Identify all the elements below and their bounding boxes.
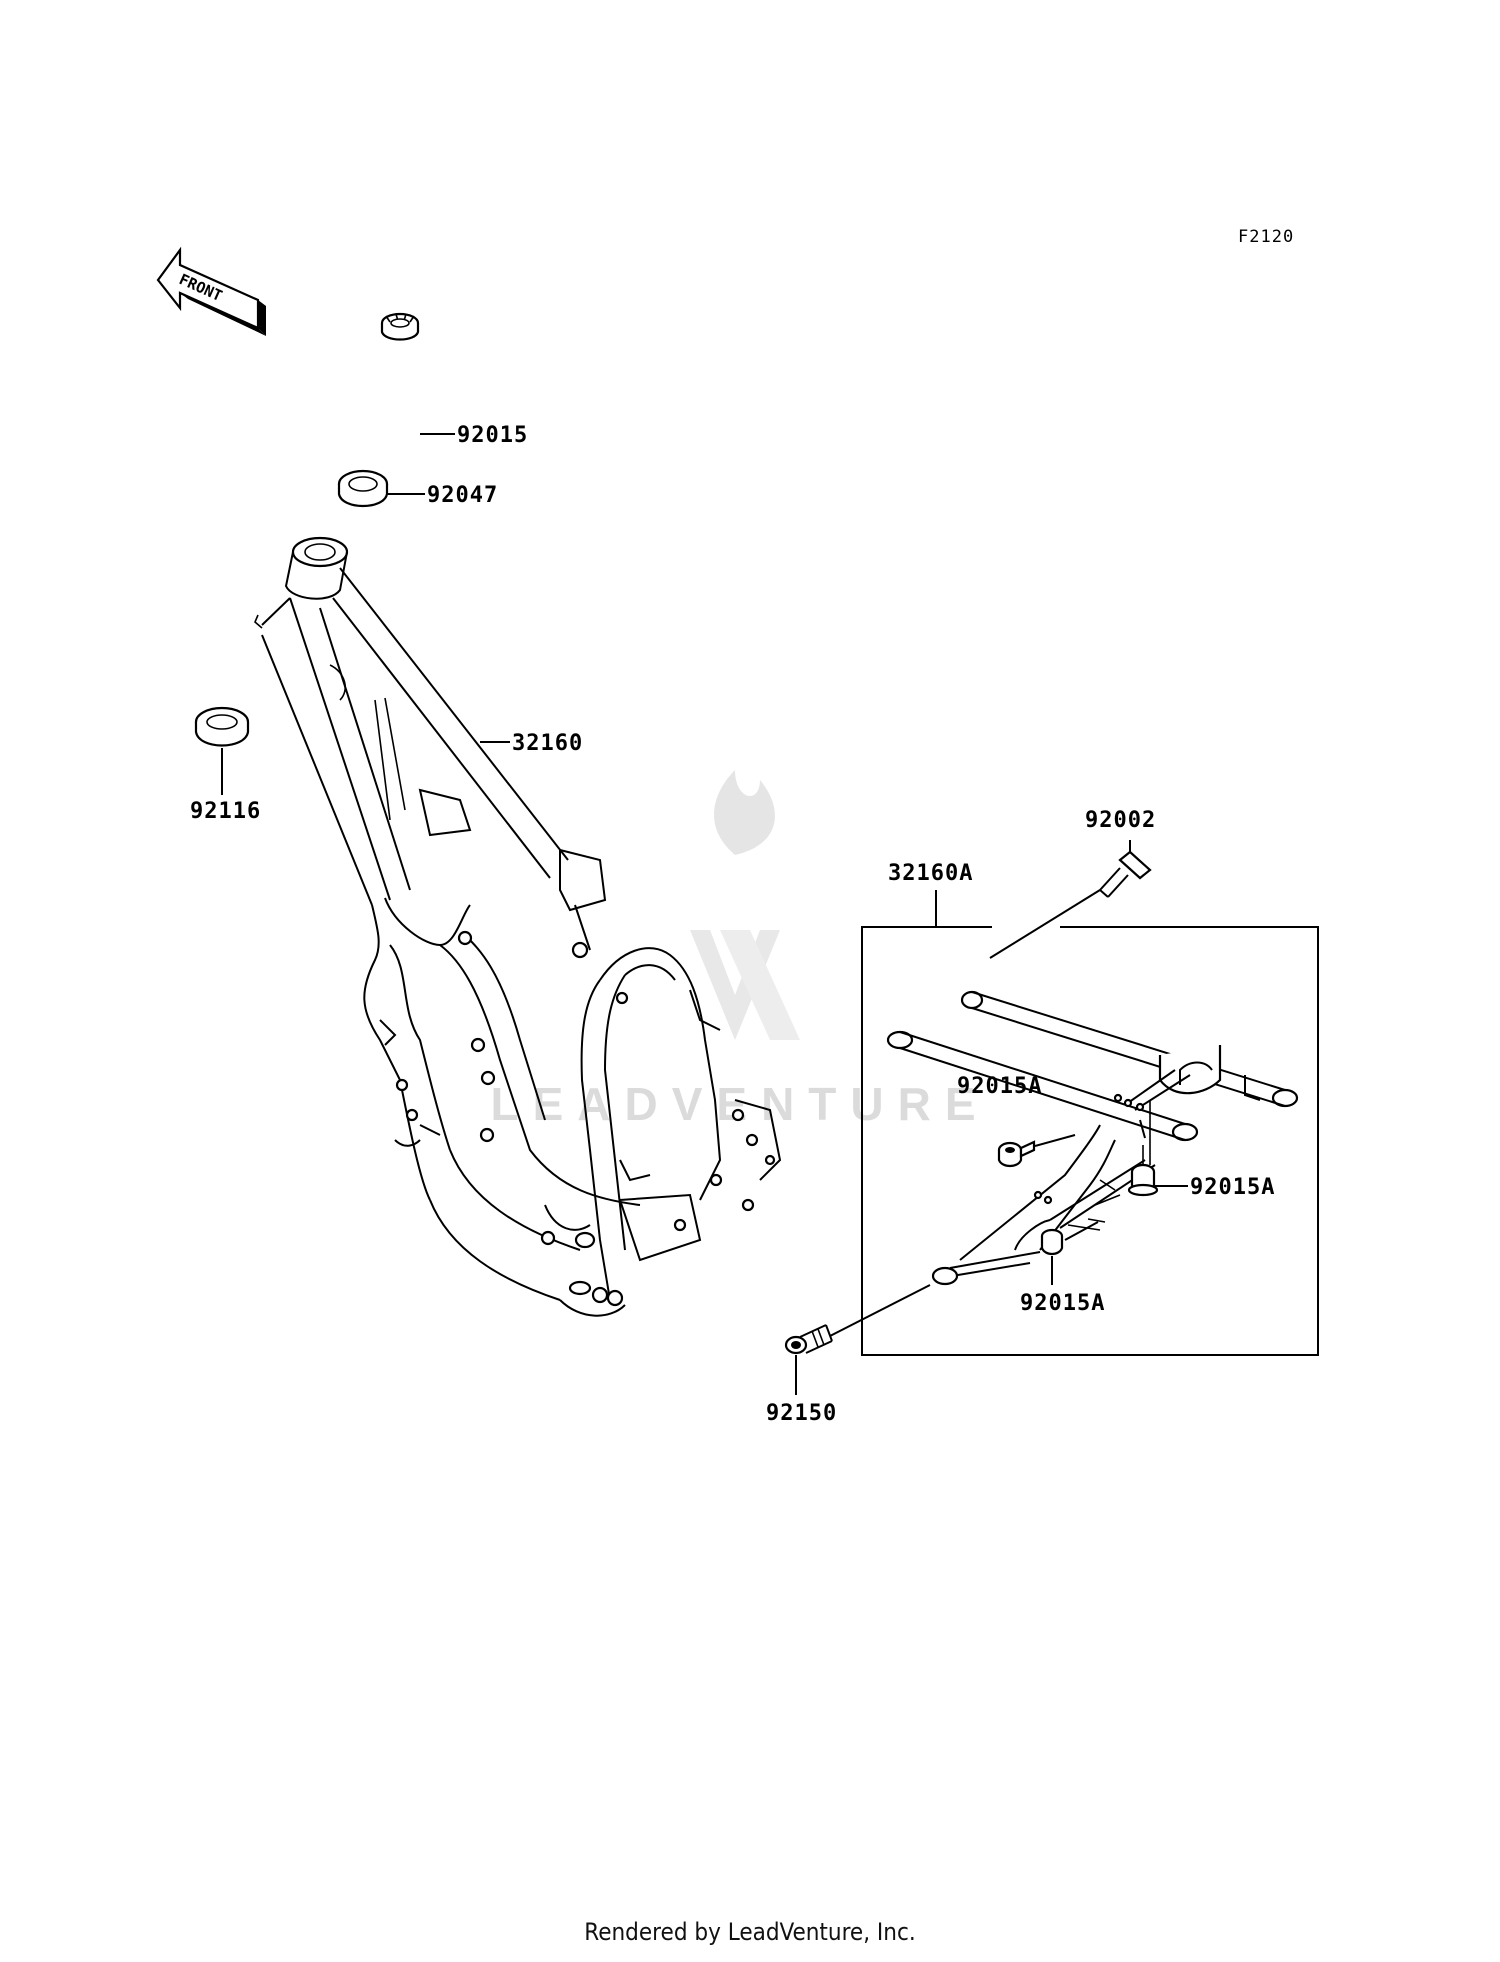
main-frame-32160-icon xyxy=(254,536,782,1317)
label-92047: 92047 xyxy=(427,483,498,508)
watermark-text: LEADVENTURE xyxy=(490,1078,989,1130)
subframe-32160a-icon xyxy=(886,889,1299,1286)
part-92015a-collar-3-icon xyxy=(1040,1228,1064,1256)
part-92150-bolt-icon xyxy=(784,1324,833,1355)
label-92015A-3: 92015A xyxy=(1020,1291,1105,1316)
front-arrow-icon: FRONT xyxy=(156,246,266,336)
label-92015: 92015 xyxy=(457,423,528,448)
part-92015a-collar-1-icon xyxy=(997,1140,1036,1168)
footer-credit: Rendered by LeadVenture, Inc. xyxy=(584,1918,916,1946)
label-32160: 32160 xyxy=(512,731,583,756)
part-92002-bolt-icon xyxy=(1099,850,1152,898)
watermark-logo: LEADVENTURE xyxy=(490,770,989,1130)
label-92015A-1: 92015A xyxy=(957,1074,1042,1099)
figure-code: F2120 xyxy=(1238,227,1294,247)
part-92015a-collar-2-icon xyxy=(1127,1163,1159,1197)
label-32160A: 32160A xyxy=(888,861,973,886)
label-92002: 92002 xyxy=(1085,808,1156,833)
part-92015-nut-icon xyxy=(380,312,420,341)
part-92047-bearing-icon xyxy=(337,469,389,507)
label-92015A-2: 92015A xyxy=(1190,1175,1275,1200)
part-92116-seal-icon xyxy=(194,706,250,747)
label-92150: 92150 xyxy=(766,1401,837,1426)
label-92116: 92116 xyxy=(190,799,261,824)
subframe-32160a-box xyxy=(861,926,1319,1356)
